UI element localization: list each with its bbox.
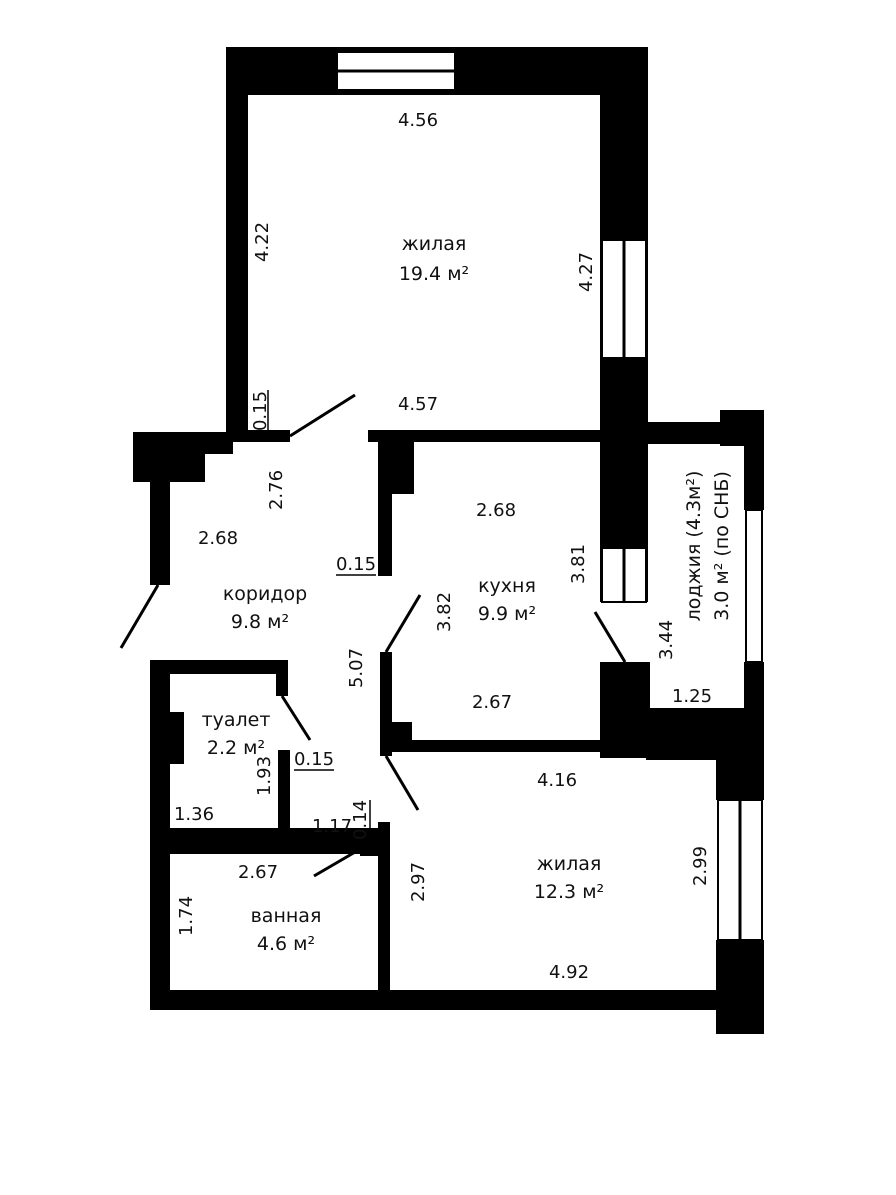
dim-299: 2.99 bbox=[690, 846, 711, 886]
door-bedroom bbox=[289, 393, 356, 438]
dim-276: 2.76 bbox=[266, 470, 287, 510]
door-toilet bbox=[280, 695, 312, 741]
room-living-big-name: жилая bbox=[402, 233, 467, 255]
dim-268a: 2.68 bbox=[198, 528, 238, 549]
dim-014: 0.14 bbox=[350, 800, 371, 840]
door-lower-bedroom bbox=[384, 755, 420, 811]
room-living-big-area: 19.4 м² bbox=[399, 263, 469, 285]
room-loggia-note: 3.0 м² (по СНБ) bbox=[711, 471, 733, 621]
room-toilet-name: туалет bbox=[202, 709, 271, 731]
dim-416: 4.16 bbox=[537, 770, 577, 791]
wall-bedroom-left bbox=[226, 47, 248, 440]
wall-bath-top bbox=[150, 828, 380, 854]
wall-toilet-top bbox=[150, 660, 288, 674]
wall-bottom bbox=[150, 990, 730, 1010]
dim-136: 1.36 bbox=[174, 804, 214, 825]
wall-loggia-right-upper bbox=[744, 410, 764, 510]
dim-492: 4.92 bbox=[549, 962, 589, 983]
wall-lower-bedroom-right-top bbox=[716, 756, 764, 800]
room-toilet-area: 2.2 м² bbox=[207, 737, 265, 759]
wall-bath-right bbox=[378, 822, 390, 992]
wall-kitchen-right-block bbox=[600, 662, 650, 758]
wall-toilet-right bbox=[278, 750, 290, 844]
dim-174: 1.74 bbox=[176, 896, 197, 936]
wall-corridor-block bbox=[133, 432, 205, 482]
dim-015b: 0.15 bbox=[336, 554, 376, 575]
dim-125: 1.25 bbox=[672, 686, 712, 707]
door-bathroom bbox=[313, 846, 363, 878]
window-loggia bbox=[746, 510, 762, 662]
dim-456: 4.56 bbox=[398, 110, 438, 131]
wall-kitchen-lower-pier bbox=[392, 722, 412, 744]
wall-loggia-top bbox=[646, 422, 730, 444]
dim-382: 3.82 bbox=[434, 592, 455, 632]
door-entrance bbox=[119, 584, 160, 649]
wall-bath-door-jamb bbox=[360, 842, 382, 856]
dim-381: 3.81 bbox=[568, 544, 589, 584]
windows bbox=[336, 51, 763, 941]
room-loggia-name: лоджия (4.3м²) bbox=[683, 471, 705, 622]
wall-lower-bedroom-right-bottom bbox=[716, 940, 764, 1034]
dim-117: 1.17 bbox=[312, 816, 352, 837]
dim-015c: 0.15 bbox=[294, 749, 334, 770]
wall-bedroom-bottom-right bbox=[368, 430, 604, 442]
dim-422: 4.22 bbox=[252, 222, 273, 262]
wall-toilet-door-jamb bbox=[276, 660, 288, 696]
doors bbox=[119, 393, 627, 878]
wall-kitchen-left bbox=[378, 442, 392, 576]
wall-kitchen-bottom bbox=[392, 740, 604, 752]
wall-kitchen-pier bbox=[392, 442, 414, 494]
dim-427: 4.27 bbox=[576, 252, 597, 292]
wall-kitchen-lower-left bbox=[380, 652, 392, 756]
dim-507: 5.07 bbox=[346, 648, 367, 688]
room-bathroom-name: ванная bbox=[251, 905, 322, 927]
dimension-marks bbox=[267, 390, 376, 842]
room-bathroom-area: 4.6 м² bbox=[257, 933, 315, 955]
dim-193: 1.93 bbox=[254, 756, 275, 796]
room-corridor-name: коридор bbox=[223, 583, 307, 605]
room-kitchen-name: кухня bbox=[478, 575, 536, 597]
wall-loggia-bottom bbox=[646, 708, 764, 760]
wall-toilet-inner-pier bbox=[170, 712, 184, 764]
room-kitchen-area: 9.9 м² bbox=[478, 603, 536, 625]
dimension-labels: 4.56 4.22 4.27 0.15 4.57 2.76 2.68 2.68 … bbox=[174, 110, 712, 983]
room-living-small-area: 12.3 м² bbox=[534, 881, 604, 903]
door-loggia bbox=[593, 611, 627, 663]
dim-015a: 0.15 bbox=[250, 391, 271, 431]
room-living-small-name: жилая bbox=[537, 853, 602, 875]
dim-267b: 2.67 bbox=[238, 862, 278, 883]
dim-344: 3.44 bbox=[656, 620, 677, 660]
room-labels: жилая 19.4 м² коридор 9.8 м² кухня 9.9 м… bbox=[202, 233, 733, 955]
dim-268b: 2.68 bbox=[476, 500, 516, 521]
dim-457: 4.57 bbox=[398, 394, 438, 415]
wall-bedroom-bottom-left bbox=[226, 430, 290, 442]
dim-297: 2.97 bbox=[408, 862, 429, 902]
room-corridor-area: 9.8 м² bbox=[231, 611, 289, 633]
door-kitchen bbox=[384, 594, 422, 653]
wall-corridor-left bbox=[150, 482, 170, 585]
dim-267a: 2.67 bbox=[472, 692, 512, 713]
